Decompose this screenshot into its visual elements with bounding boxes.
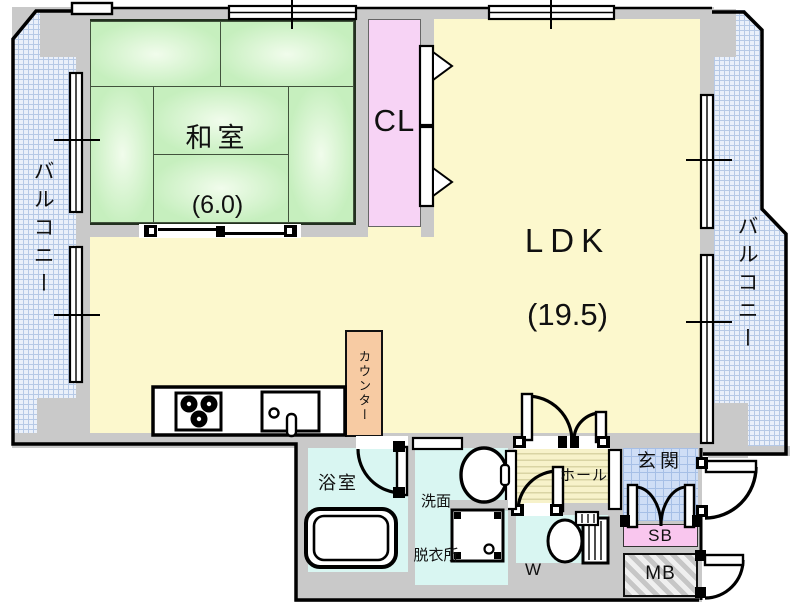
bathroom-label: 浴室	[318, 473, 358, 493]
shoe-box-label: SB	[648, 526, 673, 545]
wc-label: W C	[520, 517, 546, 607]
ldk-label: LDK (19.5)	[460, 185, 675, 369]
balcony-right-label: バルコニー	[735, 215, 759, 355]
washroom-label: 洗面 脱衣所	[405, 456, 467, 601]
wc-label-line1: W	[524, 560, 542, 579]
hall-label: ホール	[559, 467, 608, 484]
washitsu-name: 和室	[185, 122, 250, 153]
washitsu-size: (6.0)	[191, 190, 244, 219]
meter-box-door	[695, 550, 745, 600]
room-bathroom	[308, 448, 408, 572]
front-door	[696, 457, 758, 520]
wall-top	[73, 9, 714, 19]
tatami-mat	[90, 21, 222, 88]
ldk-size: (19.5)	[527, 296, 608, 332]
closet-label: CL	[373, 103, 416, 138]
wall-cl-stub-bottom	[421, 205, 434, 237]
washitsu-label: 和室 (6.0)	[120, 86, 315, 256]
washroom-label-line1: 洗面	[420, 492, 451, 510]
balcony-left-label: バルコニー	[31, 160, 55, 300]
ldk-name: LDK	[524, 221, 611, 259]
wall-cl-stub-top	[421, 19, 434, 46]
tatami-mat	[220, 21, 354, 88]
wall-right	[700, 9, 714, 448]
wall-block-entry	[708, 403, 748, 458]
meter-box-label: MB	[645, 563, 676, 584]
washroom-label-line2: 脱衣所	[413, 546, 459, 564]
genkan-label: 玄関	[636, 451, 683, 472]
counter-label: カウンター	[356, 349, 371, 423]
